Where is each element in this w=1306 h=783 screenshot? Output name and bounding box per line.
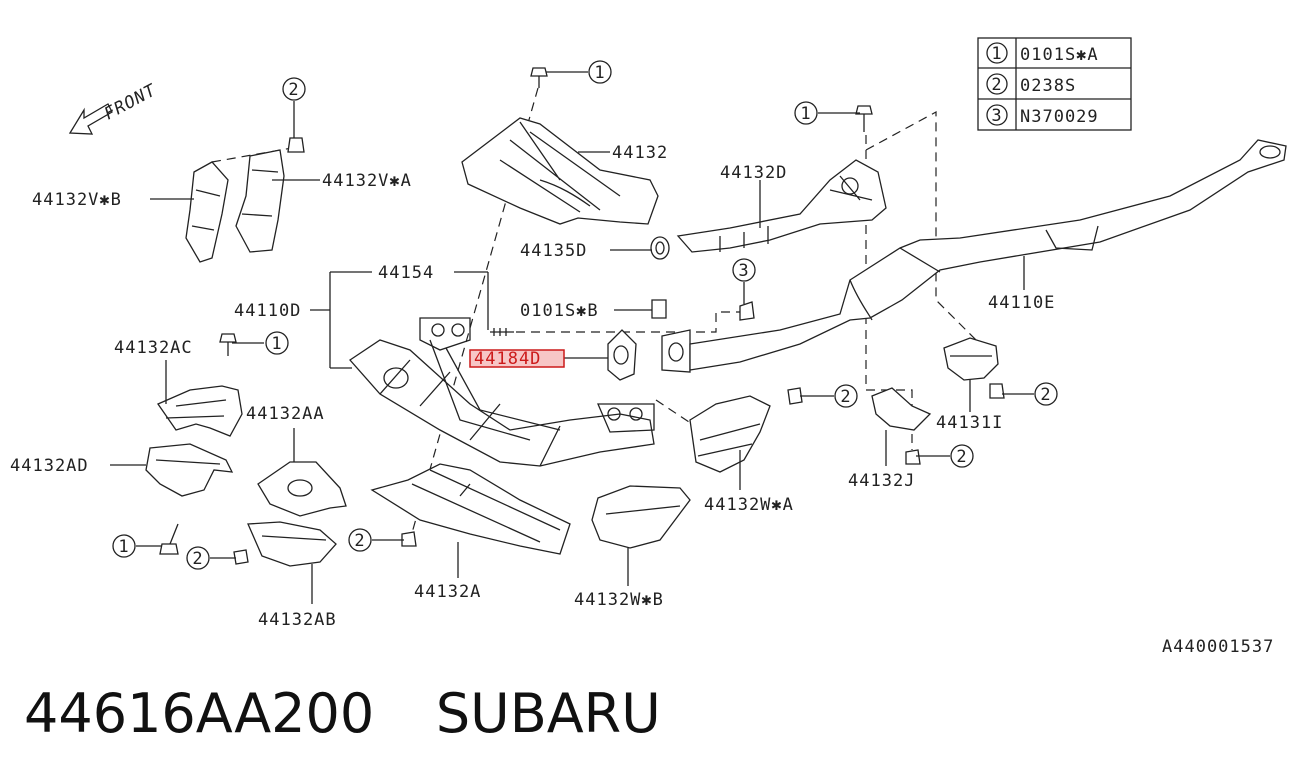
exhaust-parts-diagram: 1 2 3 0101S✱A 0238S N370029 FRONT xyxy=(10,37,1287,657)
circle-2-mid: 2 xyxy=(840,387,851,407)
label-44132J[interactable]: 44132J xyxy=(848,471,915,491)
circle-2-top: 2 xyxy=(288,80,299,100)
heat-shield-44132A xyxy=(370,463,571,555)
gasket-44184D xyxy=(607,329,637,381)
heat-shield-44132AA xyxy=(257,461,347,517)
circle-1-right: 1 xyxy=(800,104,811,124)
part-number: 44616AA200 xyxy=(24,682,375,745)
heat-shield-44132D xyxy=(676,159,887,253)
bolts-and-nuts xyxy=(159,67,1005,565)
front-arrow-icon xyxy=(68,103,113,135)
exhaust-pipe-44110D xyxy=(349,317,655,467)
label-44132VB[interactable]: 44132V✱B xyxy=(32,190,122,210)
label-44132AB[interactable]: 44132AB xyxy=(258,610,337,630)
legend-num-2: 2 xyxy=(991,75,1002,95)
exhaust-pipe-44110E xyxy=(661,139,1287,373)
heat-shield-44132WA xyxy=(689,395,771,473)
legend-num-1: 1 xyxy=(991,44,1002,64)
label-44135D[interactable]: 44135D xyxy=(520,241,587,261)
label-44132A[interactable]: 44132A xyxy=(414,582,481,602)
brand-name: SUBARU xyxy=(435,682,661,745)
label-44132[interactable]: 44132 xyxy=(612,143,668,163)
label-0101SB[interactable]: 0101S✱B xyxy=(520,301,599,321)
heat-shield-44132 xyxy=(461,117,659,225)
heat-shield-44132WB xyxy=(591,485,691,549)
label-44154[interactable]: 44154 xyxy=(378,263,434,283)
circle-3: 3 xyxy=(738,261,749,281)
legend-table: 1 2 3 0101S✱A 0238S N370029 xyxy=(977,37,1132,131)
label-44131I[interactable]: 44131I xyxy=(936,413,1003,433)
circle-1-left: 1 xyxy=(271,334,282,354)
heat-shield-44132AB xyxy=(247,521,337,567)
heat-shield-44132AC xyxy=(157,385,243,437)
footer: 44616AA200 SUBARU xyxy=(24,682,661,752)
clamp-44135D xyxy=(650,236,670,260)
leader-lines xyxy=(110,71,1034,604)
label-44132WB[interactable]: 44132W✱B xyxy=(574,590,664,610)
reference-circles xyxy=(112,60,1058,570)
legend-code-1: 0101S✱A xyxy=(1020,45,1099,65)
label-44132D[interactable]: 44132D xyxy=(720,163,787,183)
heat-shield-44131I xyxy=(943,337,999,381)
circle-2-bottom-left: 2 xyxy=(192,549,203,569)
legend-code-2: 0238S xyxy=(1020,76,1076,96)
heat-shield-44132VB xyxy=(185,161,229,263)
label-44132AC[interactable]: 44132AC xyxy=(114,338,193,358)
circle-2-lower-right: 2 xyxy=(956,447,967,467)
circle-2-right: 2 xyxy=(1040,385,1051,405)
label-44184D[interactable]: 44184D xyxy=(474,349,541,369)
circle-2-bottom-mid: 2 xyxy=(354,531,365,551)
legend-num-3: 3 xyxy=(991,106,1002,126)
heat-shield-44132VA xyxy=(235,149,285,253)
circle-1-top: 1 xyxy=(594,63,605,83)
figure-code: A440001537 xyxy=(1162,637,1274,657)
label-44110D[interactable]: 44110D xyxy=(234,301,301,321)
heat-shield-44132J xyxy=(871,387,932,431)
label-44110E[interactable]: 44110E xyxy=(988,293,1055,313)
legend-code-3: N370029 xyxy=(1020,107,1099,127)
label-44132VA[interactable]: 44132V✱A xyxy=(322,171,412,191)
front-label: FRONT xyxy=(101,80,161,124)
heat-shield-44132AD xyxy=(145,443,234,497)
highlight-44184D xyxy=(469,349,565,368)
circle-1-bottom: 1 xyxy=(118,537,129,557)
label-44132AD[interactable]: 44132AD xyxy=(10,456,89,476)
label-44132WA[interactable]: 44132W✱A xyxy=(704,495,794,515)
label-44132AA[interactable]: 44132AA xyxy=(246,404,325,424)
